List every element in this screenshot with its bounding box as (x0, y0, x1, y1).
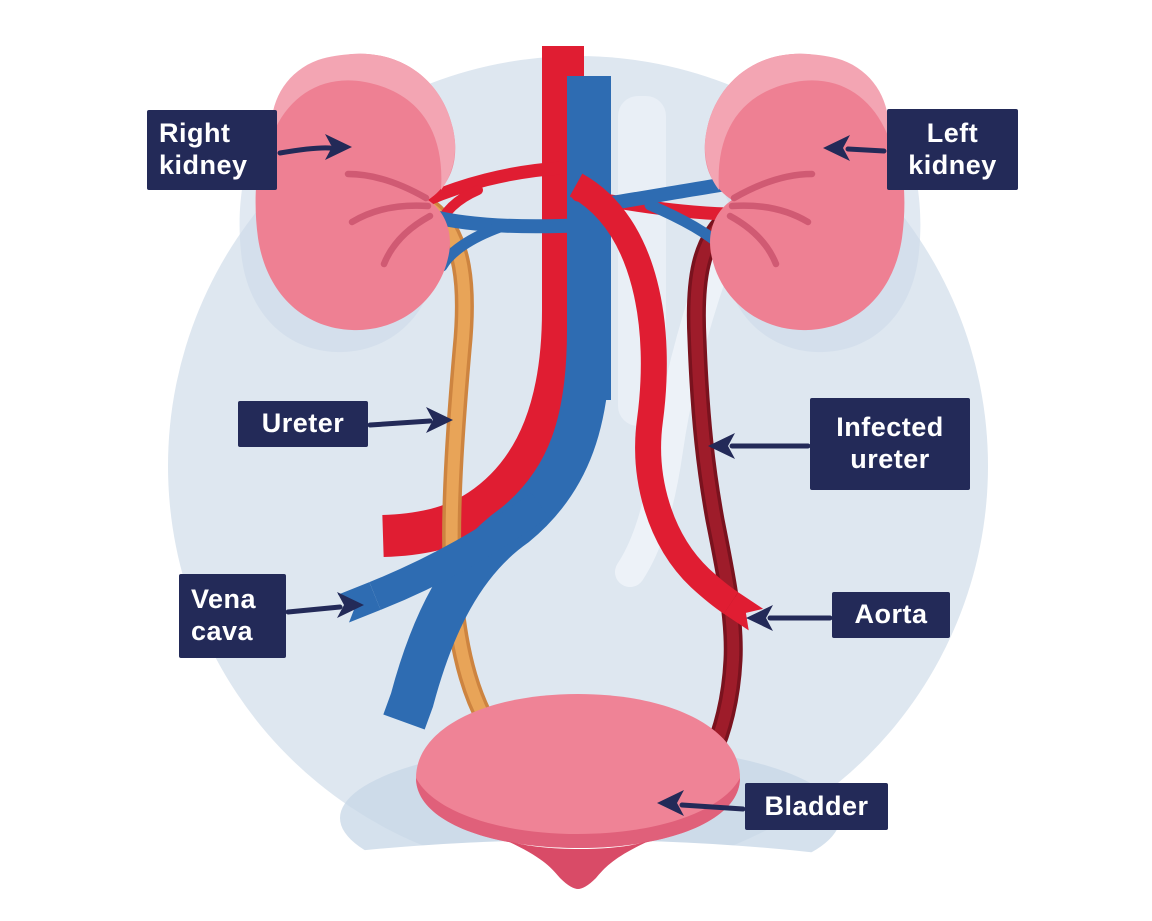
vena-cava-lower (337, 329, 611, 730)
infected-ureter-vessel (686, 205, 743, 764)
aorta-arrow (746, 605, 833, 631)
left-kidney-arrow (823, 135, 887, 161)
label-vena-cava: Vena cava (179, 574, 286, 658)
vena-cava-arrow (285, 592, 364, 618)
iliac-vein-tip (337, 582, 381, 623)
iliac-vein-branch (369, 492, 549, 610)
left-kidney-highlight (704, 53, 889, 191)
bladder-body (416, 694, 740, 848)
right-iliac-artery-tip (723, 592, 764, 631)
infected-ureter-arrow (708, 433, 811, 459)
right-kidney-highlight (271, 53, 456, 191)
right-renal-artery (419, 161, 567, 207)
left-kidney-shape (704, 53, 905, 331)
ureter-arrow (367, 407, 453, 433)
label-right-kidney: Right kidney (147, 110, 277, 190)
label-infected-ureter-text: Infected ureter (836, 412, 944, 474)
left-kidney-hilum-lines (726, 170, 816, 268)
bladder-shape (416, 694, 740, 889)
label-ureter-text: Ureter (261, 408, 345, 439)
label-right-kidney-text: Right kidney (159, 118, 248, 180)
label-aorta-text: Aorta (854, 599, 928, 630)
right-iliac-artery-path (569, 173, 739, 614)
label-bladder: Bladder (745, 783, 888, 830)
pointer-arrows (277, 134, 887, 816)
label-vena-cava-text: Vena cava (191, 584, 257, 646)
right-iliac-artery (569, 173, 764, 631)
pale-band-right (615, 210, 745, 587)
right-kidney-body (255, 53, 456, 331)
bladder-lower-rim (416, 778, 740, 848)
right-kidney-shape (255, 53, 456, 331)
label-left-kidney: Left kidney (887, 109, 1018, 190)
infected-ureter-core (690, 209, 740, 760)
bladder-arrow (657, 790, 746, 816)
label-bladder-text: Bladder (764, 790, 869, 821)
label-left-kidney-text: Left kidney (908, 117, 997, 180)
aorta-vessel (382, 46, 584, 557)
label-infected-ureter: Infected ureter (810, 398, 970, 490)
left-kidney-body (704, 53, 905, 331)
label-ureter: Ureter (238, 401, 368, 447)
right-kidney-hilum-lines (344, 170, 434, 268)
bladder-urethra (505, 840, 651, 889)
label-aorta: Aorta (832, 592, 950, 638)
right-kidney-arrow (277, 134, 352, 160)
aorta-trunk (382, 46, 584, 557)
